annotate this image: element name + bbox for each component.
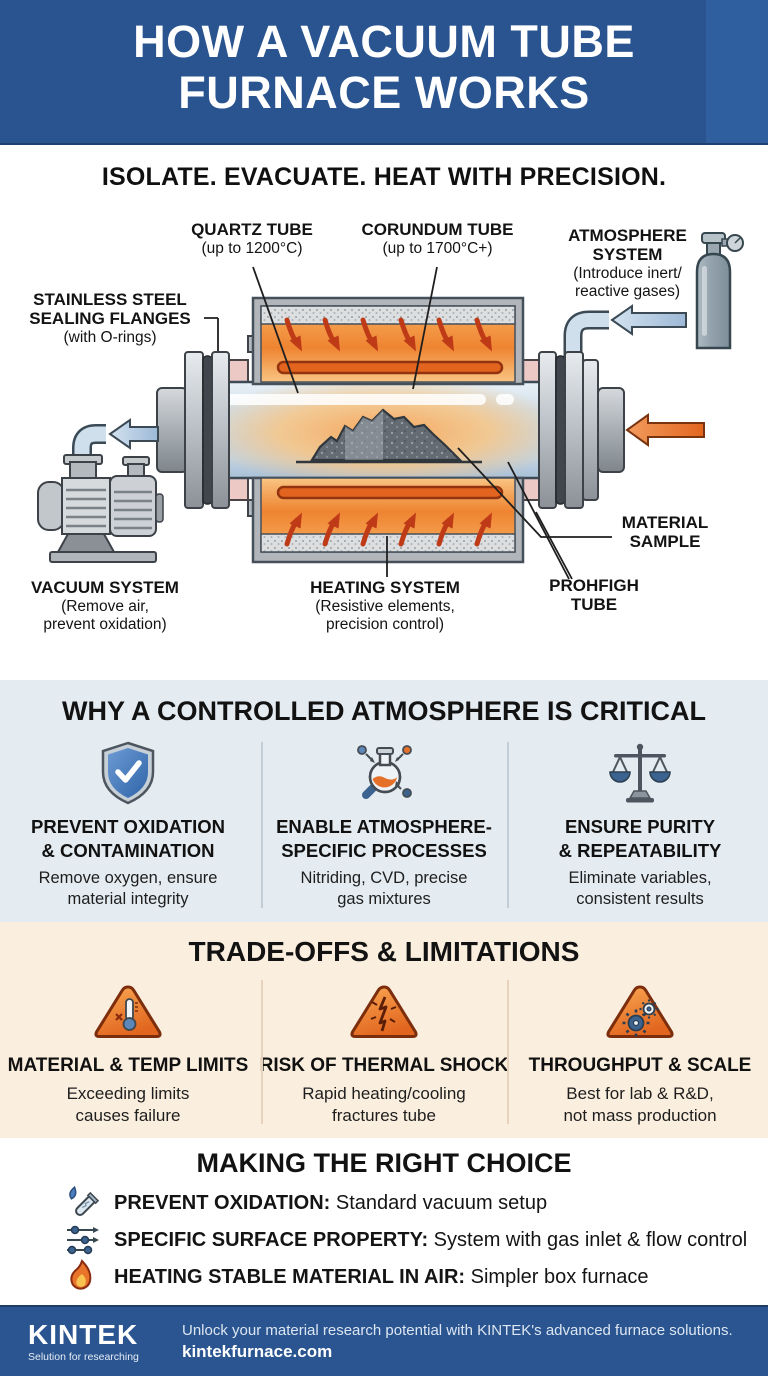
furnace-diagram-section: QUARTZ TUBE (up to 1200°C) CORUNDUM TUBE…: [0, 210, 768, 680]
column-divider: [507, 742, 509, 908]
label-heating-system: HEATING SYSTEM (Resistive elements, prec…: [310, 578, 460, 633]
tradeoffs-section-title: TRADE-OFFS & LIMITATIONS: [188, 936, 580, 967]
choice-label: SPECIFIC SURFACE PROPERTY:: [114, 1228, 429, 1251]
label-atmosphere-system: ATMOSPHERE SYSTEM (Introduce inert/ reac…: [568, 226, 687, 300]
label-sealing-flanges: STAINLESS STEEL SEALING FLANGES (with O-…: [29, 290, 191, 347]
o-ring-left: [202, 355, 213, 505]
why-item-purity: ENSURE PURITY & REPEATABILITY Eliminate …: [512, 735, 768, 911]
exhaust-arrow: [625, 413, 705, 447]
choice-row-surface-property: SPECIFIC SURFACE PROPERTY: System with g…: [64, 1224, 768, 1256]
logo-tagline: Selution for researching: [28, 1350, 139, 1363]
flange-left: [156, 351, 230, 509]
choice-row-prevent-oxidation: PREVENT OXIDATION: Standard vacuum setup: [64, 1185, 768, 1220]
shield-check-icon: [0, 735, 256, 811]
heating-chamber-bottom: [251, 476, 525, 564]
balance-scale-icon: [512, 735, 768, 811]
choice-text: System with gas inlet & flow control: [428, 1228, 748, 1251]
heating-chamber-top: [251, 296, 525, 386]
label-corundum-tube: CORUNDUM TUBE (up to 1700°C+): [361, 220, 514, 258]
page-title: HOW A VACUUM TUBE FURNACE WORKS: [133, 16, 635, 118]
gas-flow-arrow: [610, 304, 687, 336]
tagline-bar: ISOLATE. EVACUATE. HEAT WITH PRECISION.: [0, 145, 768, 210]
why-item-prevent-oxidation: PREVENT OXIDATION & CONTAMINATION Remove…: [0, 735, 256, 911]
heating-rod-bottom: [276, 485, 504, 500]
choice-row-stable-material: HEATING STABLE MATERIAL IN AIR: Simpler …: [64, 1259, 768, 1294]
choice-text: Standard vacuum setup: [330, 1191, 548, 1214]
furnace-diagram-svg: [37, 232, 744, 580]
leader-lines: [204, 266, 612, 580]
label-material-sample: MATERIAL SAMPLE: [621, 513, 709, 552]
tagline-text: ISOLATE. EVACUATE. HEAT WITH PRECISION.: [101, 163, 667, 191]
vacuum-pump: [37, 454, 164, 563]
choice-section-title: MAKING THE RIGHT CHOICE: [196, 1148, 572, 1178]
footer: KINTEK Selution for researching Unlock y…: [0, 1305, 768, 1376]
warning-thermal-shock-icon: [256, 976, 512, 1052]
header-banner: HOW A VACUUM TUBE FURNACE WORKS: [0, 0, 768, 145]
column-divider: [261, 980, 263, 1124]
tradeoffs-section: TRADE-OFFS & LIMITATIONS MATERIAL & TEMP…: [0, 922, 768, 1138]
logo-text: KINTEK: [28, 1318, 139, 1350]
furnace-tube: [184, 380, 584, 480]
why-item-atmosphere-processes: ENABLE ATMOSPHERE- SPECIFIC PROCESSES Ni…: [256, 735, 512, 911]
vacuum-flow-arrow: [108, 418, 159, 450]
tradeoff-item-throughput: THROUGHPUT & SCALE Best for lab & R&D, n…: [512, 976, 768, 1127]
label-quartz-tube: QUARTZ TUBE (up to 1200°C): [191, 220, 313, 258]
tradeoff-item-thermal-shock: RISK OF THERMAL SHOCK Rapid heating/cool…: [256, 976, 512, 1127]
warning-throughput-icon: [512, 976, 768, 1052]
droplet-tube-icon: [64, 1185, 100, 1220]
tradeoff-item-temp-limits: MATERIAL & TEMP LIMITS Exceeding limits …: [0, 976, 256, 1127]
header-accent-stripe: [706, 0, 768, 143]
footer-message: Unlock your material research potential …: [182, 1322, 733, 1339]
flask-magnifier-icon: [256, 735, 512, 811]
footer-url-link[interactable]: kintekfurnace.com: [182, 1342, 333, 1361]
material-sample-shape: [310, 408, 463, 462]
kintek-logo: KINTEK Selution for researching: [28, 1318, 156, 1363]
label-hot-tube: PROHFIGH TUBE: [549, 576, 639, 615]
warning-thermometer-icon: [0, 976, 256, 1052]
heating-rod-top: [276, 360, 504, 375]
o-ring-right: [555, 355, 566, 505]
flow-control-icon: [64, 1223, 100, 1257]
gas-cylinder: [695, 232, 744, 350]
choice-text: Simpler box furnace: [465, 1265, 649, 1288]
why-section-title: WHY A CONTROLLED ATMOSPHERE IS CRITICAL: [62, 696, 706, 726]
flame-icon: [64, 1259, 100, 1294]
flange-right: [538, 351, 625, 509]
vacuum-pipe: [72, 424, 106, 464]
label-vacuum-system: VACUUM SYSTEM (Remove air, prevent oxida…: [31, 578, 179, 633]
gas-inlet-pipe: [563, 310, 609, 364]
making-right-choice-section: MAKING THE RIGHT CHOICE PREVENT OXIDATIO…: [0, 1138, 768, 1305]
choice-label: HEATING STABLE MATERIAL IN AIR:: [114, 1265, 466, 1288]
choice-label: PREVENT OXIDATION:: [114, 1191, 331, 1214]
why-controlled-atmosphere-section: WHY A CONTROLLED ATMOSPHERE IS CRITICAL …: [0, 680, 768, 922]
column-divider: [261, 742, 263, 908]
column-divider: [507, 980, 509, 1124]
